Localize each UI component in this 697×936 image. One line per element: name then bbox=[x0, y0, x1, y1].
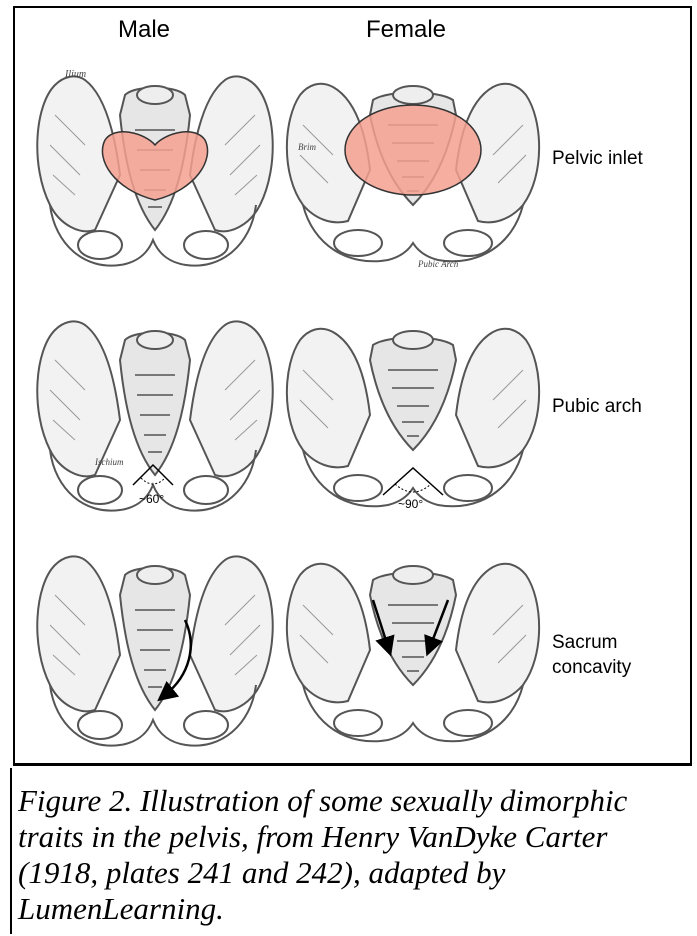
column-header-male: Male bbox=[118, 16, 170, 44]
bone-text-ischium: Ischium bbox=[94, 457, 124, 467]
male-pelvis-inlet-illustration: Ilium bbox=[25, 55, 285, 275]
male-pelvis-arch-illustration: ~60° Ischium bbox=[25, 300, 285, 520]
row-label-sacrum-concavity: Sacrum concavity bbox=[552, 630, 631, 680]
figure-caption: Figure 2. Illustration of some sexually … bbox=[18, 783, 688, 927]
row-label-pubic-arch: Pubic arch bbox=[552, 394, 642, 419]
bone-text-pubic-arch: Pubic Arch bbox=[417, 259, 459, 269]
bone-text-brim: Brim bbox=[298, 142, 317, 152]
female-pelvis-sacrum-illustration bbox=[278, 535, 548, 755]
female-pelvic-inlet-highlight bbox=[345, 105, 481, 195]
male-arch-angle-label: ~60° bbox=[139, 492, 164, 506]
female-arch-angle-lines bbox=[383, 468, 443, 495]
row-label-line-1: Sacrum bbox=[552, 630, 631, 655]
bone-text-ilium: Ilium bbox=[64, 69, 86, 80]
row-label-pelvic-inlet: Pelvic inlet bbox=[552, 146, 643, 171]
female-pelvis-inlet-illustration: Brim Pubic Arch bbox=[278, 55, 548, 275]
female-pelvis-arch-illustration: ~90° bbox=[278, 300, 548, 520]
column-header-female: Female bbox=[366, 16, 446, 44]
female-arch-angle-label: ~90° bbox=[398, 497, 423, 511]
row-label-line-2: concavity bbox=[552, 655, 631, 680]
male-pelvis-sacrum-illustration bbox=[25, 535, 285, 755]
